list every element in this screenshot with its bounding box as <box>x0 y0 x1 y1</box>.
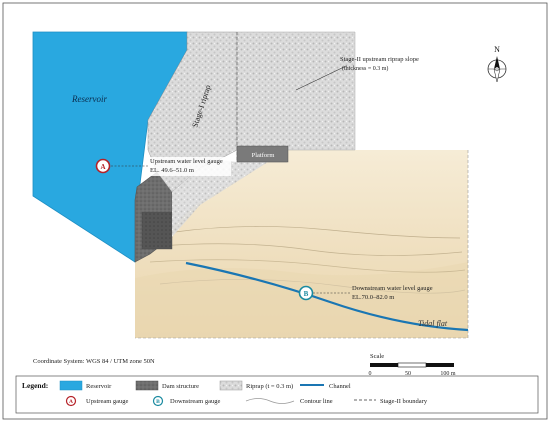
channel <box>185 261 469 332</box>
legend-upstream-gauge-label: Upstream gauge <box>86 398 129 405</box>
downstream-gauge-marker <box>298 285 314 301</box>
contour-line <box>159 243 463 256</box>
legend-box <box>15 375 539 414</box>
scale-tick: 50 <box>405 371 411 377</box>
legend-contour-swatch <box>245 398 295 404</box>
north-arrow-needle-north <box>494 56 500 69</box>
scale-segment <box>370 363 398 367</box>
legend-reservoir-label: Reservoir <box>86 383 112 390</box>
stage-ii-boundary <box>135 150 469 339</box>
legend-channel-label: Channel <box>329 383 351 390</box>
upstream-gauge-marker <box>95 158 111 174</box>
scale-tick: 100 m <box>440 371 456 377</box>
reservoir-label: Reservoir <box>71 94 107 104</box>
north-label: N <box>494 45 500 54</box>
downstream-gauge-elevation: EL.70.0–82.0 m <box>352 294 394 301</box>
tidal-flat-band <box>135 262 468 338</box>
contour-line <box>174 226 461 239</box>
downstream-gauge-marker-label: B <box>304 290 309 298</box>
scale-bar: Scale 0 50 100 m <box>369 353 456 377</box>
legend-contour-label: Contour line <box>300 398 333 405</box>
legend-boundary-label: Stage-II boundary <box>380 398 428 405</box>
north-arrow: N <box>487 45 507 83</box>
downstream-gauge-label: Downstream water level gauge <box>352 285 433 292</box>
stage-ii-slope-label: Stage-II upstream riprap slope <box>340 56 419 63</box>
north-arrow-needle-south <box>493 68 501 83</box>
platform-label: Platform <box>252 152 275 159</box>
legend-riprap-swatch <box>219 380 243 391</box>
dam-core <box>141 211 173 250</box>
legend: Legend: Reservoir Dam structure Riprap (… <box>15 375 539 414</box>
contour-line <box>159 279 466 294</box>
upstream-gauge-label: Upstream water level gauge <box>150 158 223 165</box>
legend-dam-swatch <box>135 380 159 391</box>
upstream-gauge-label-box <box>146 157 231 176</box>
legend-downstream-gauge-marker <box>152 395 164 407</box>
scale-segment <box>426 363 454 367</box>
scale-title: Scale <box>370 353 384 360</box>
legend-riprap-label: Riprap (t = 0.3 m) <box>246 383 293 390</box>
scale-segment <box>397 362 427 368</box>
stage-ii-thickness-label: (thickness = 0.3 m) <box>342 65 388 72</box>
riprap-stage-ii <box>236 31 356 163</box>
scale-tick: 0 <box>369 371 372 377</box>
legend-dam-label: Dam structure <box>162 383 199 390</box>
upstream-gauge-elevation: EL. 49.6–51.0 m <box>150 167 194 174</box>
contour-line <box>149 259 466 273</box>
coordinate-system-label: Coordinate System: WGS 84 / UTM zone 50N <box>33 358 155 365</box>
legend-title: Legend: <box>22 381 48 390</box>
legend-downstream-gauge-label: Downstream gauge <box>170 398 220 405</box>
legend-reservoir-swatch <box>59 380 83 391</box>
leader-line <box>295 65 347 91</box>
upstream-gauge-marker-label: A <box>100 163 105 171</box>
legend-downstream-gauge-letter: B <box>156 399 160 405</box>
platform <box>236 145 289 163</box>
tidal-flat-label: Tidal flat <box>418 319 448 328</box>
legend-upstream-gauge-marker <box>65 395 77 407</box>
legend-upstream-gauge-letter: A <box>69 399 73 405</box>
